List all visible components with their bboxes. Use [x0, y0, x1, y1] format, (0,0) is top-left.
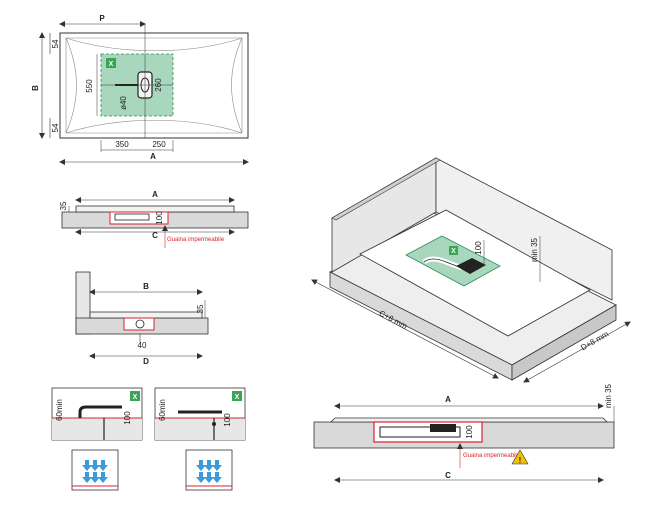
- dim-100-a: 100: [155, 211, 164, 225]
- water-arrows-right: [196, 460, 222, 483]
- top-view: X P B 54 54 550 ø40 260 350 250 A C: [31, 14, 249, 165]
- dim-35-b: 35: [196, 304, 205, 313]
- detail-left: X 60min 100: [51, 387, 143, 491]
- label-p: P: [99, 14, 105, 23]
- dim-35-a: 35: [59, 201, 68, 210]
- dim-54-bottom: 54: [51, 123, 60, 132]
- dim-40-b: 40: [138, 341, 147, 350]
- iso-wall-top: [331, 157, 441, 221]
- dim-550: 550: [85, 79, 94, 93]
- dim-60min-right: 60min: [158, 399, 167, 421]
- drain-body-big: [379, 426, 461, 438]
- dim-250: 250: [152, 140, 166, 149]
- iso-dim-min35: min 35: [530, 237, 539, 262]
- marker-x-label-dl: X: [133, 394, 138, 401]
- water-arrows-left: [82, 460, 108, 483]
- drain-body-a: [114, 213, 150, 221]
- label-a-big: A: [445, 395, 451, 404]
- dim-54-top: 54: [51, 39, 60, 48]
- drain-body-b: [135, 319, 145, 329]
- section-big: A min 35 100 Guaina impermeabile ! C: [313, 383, 615, 483]
- dim-100-big: 100: [465, 425, 474, 439]
- dim-100-left: 100: [123, 411, 132, 425]
- marker-x-label: X: [109, 61, 114, 68]
- iso-wall-back-face: [435, 157, 613, 301]
- dim-phi40: ø40: [119, 96, 128, 110]
- detail-right: X 60min 100: [154, 387, 246, 491]
- dim-350: 350: [115, 140, 129, 149]
- iso-marker-x-box: [449, 246, 458, 255]
- tray-profile-a: [75, 205, 235, 213]
- dim-260: 260: [154, 78, 163, 92]
- marker-x-box-dr: [232, 391, 242, 401]
- iso-view: X 100 min 35 C+8 mm D+8 mm: [311, 157, 631, 383]
- warning-mark: !: [519, 456, 522, 465]
- warning-icon: [511, 449, 529, 465]
- label-c-section: C: [152, 231, 158, 240]
- iso-drain-zone: [405, 235, 501, 287]
- dim-min35-big: min 35: [604, 383, 613, 408]
- label-d-section: D: [143, 357, 149, 366]
- dim-60min-left: 60min: [55, 399, 64, 421]
- tray-inner-bevel: [65, 37, 243, 134]
- membrane-label-a: Guaina impermeabile: [167, 237, 225, 243]
- tray-profile-big: [330, 417, 608, 423]
- iso-drain-body: [456, 258, 486, 274]
- membrane-label-big: Guaina impermeabile: [463, 453, 521, 459]
- section-b: B 35 40 D: [75, 271, 209, 366]
- label-a-section: A: [152, 190, 158, 199]
- label-b-section: B: [143, 282, 149, 291]
- tray-profile-b: [89, 311, 203, 319]
- marker-x-box: [106, 58, 116, 68]
- label-b: B: [31, 85, 40, 91]
- iso-marker-x-label: X: [451, 248, 456, 255]
- marker-x-box-dl: [130, 391, 140, 401]
- dim-100-right: 100: [223, 413, 232, 427]
- label-a-top: A: [150, 152, 156, 161]
- label-c-big: C: [445, 471, 451, 480]
- siphon-left: [78, 405, 122, 418]
- iso-dim-100: 100: [474, 241, 483, 255]
- marker-x-label-dr: X: [235, 394, 240, 401]
- section-a: A 35 100 C Guaina impermeabile: [59, 190, 249, 248]
